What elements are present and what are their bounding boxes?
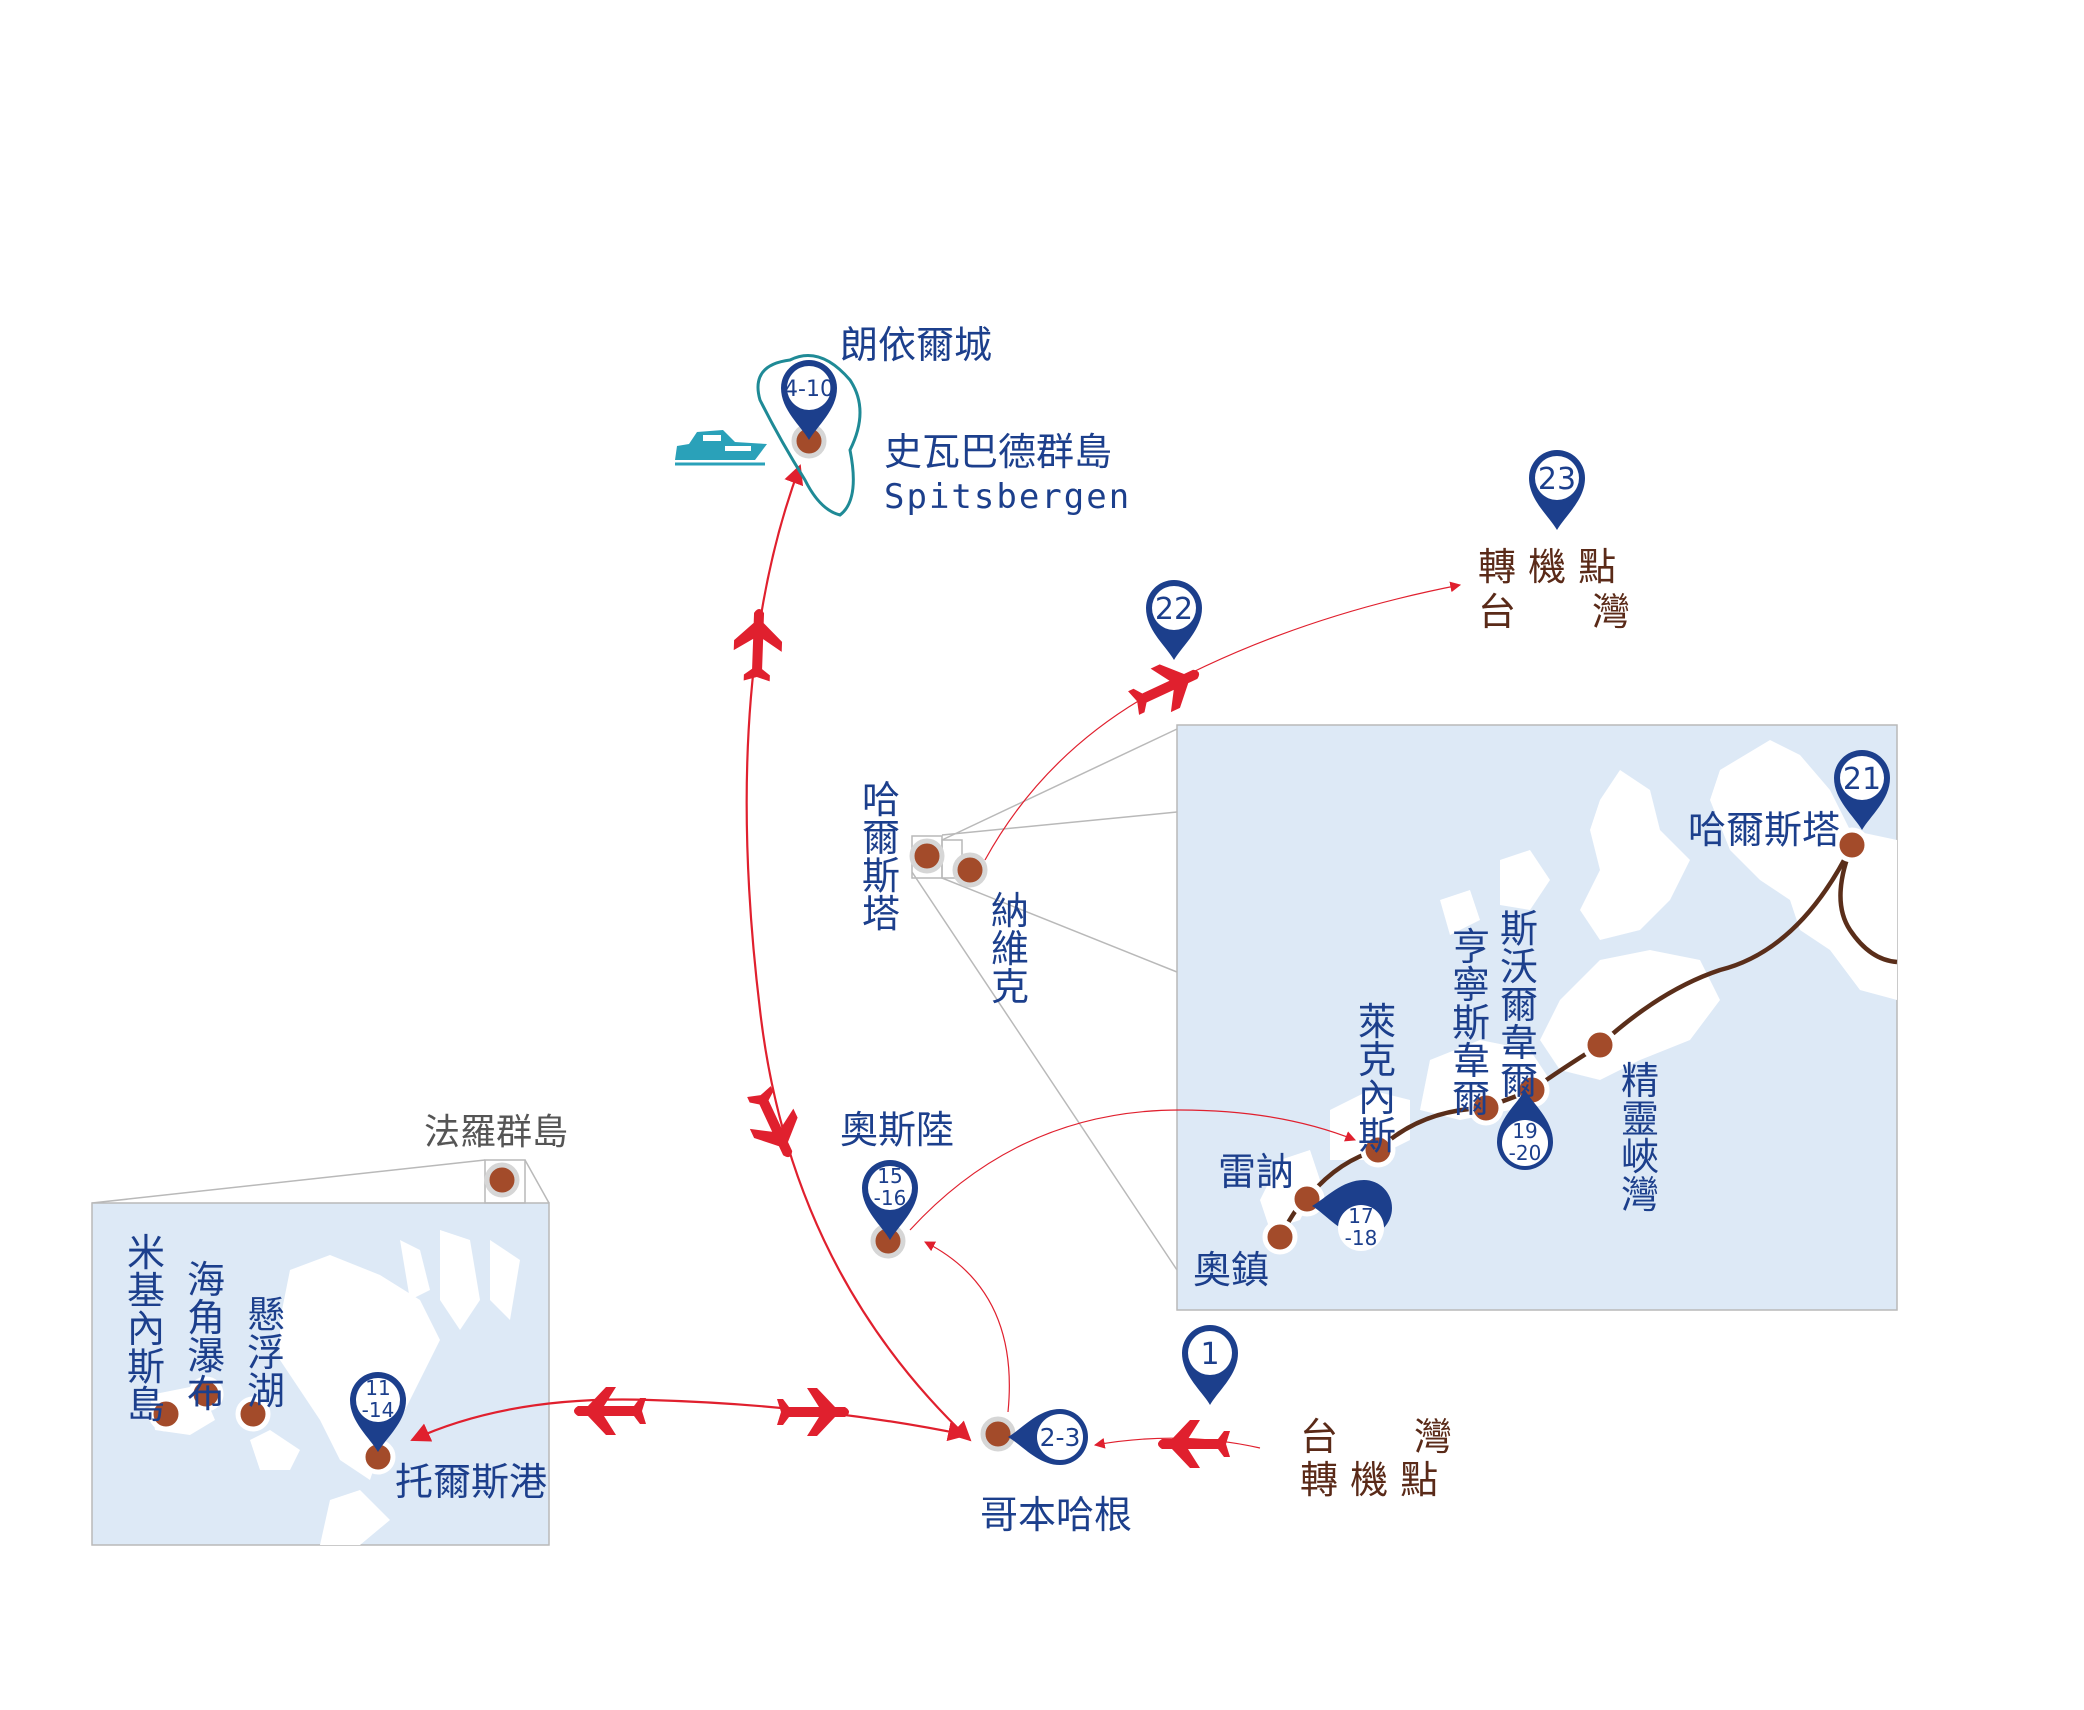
harstad-mini-label: 哈爾斯塔 (862, 778, 900, 936)
pin-label: 2-3 (1040, 1423, 1081, 1452)
torshavn-label: 托爾斯港 (395, 1460, 547, 1504)
leknes-label: 萊克內斯 (1358, 1000, 1396, 1158)
narvik-mini-label: 納維克 (991, 889, 1029, 1009)
trollfjord-dot (1582, 1027, 1618, 1063)
route-cph-svalbard (745, 464, 972, 1442)
taiwan-end-line1: 轉 機 點 (1478, 545, 1616, 589)
pin-label: -18 (1345, 1226, 1378, 1250)
plane-icon (1158, 1420, 1230, 1468)
aa-label: 奧鎮 (1193, 1248, 1269, 1292)
map-pin-icon[interactable]: 4-10 (781, 360, 837, 440)
reine-label: 雷訥 (1218, 1150, 1294, 1194)
pin-label: 23 (1538, 462, 1576, 497)
taiwan-end-line2: 台 灣 (1478, 590, 1630, 634)
pin-label: -20 (1509, 1141, 1542, 1165)
oslo: 15 -16 奧斯陸 (840, 1108, 954, 1259)
route-cph-faroe (410, 1398, 968, 1442)
pin-label: 15 (877, 1164, 902, 1188)
faroe-inset: 法羅群島 11 -14 托爾斯港 米基內斯島 海角瀑布 懸浮湖 (91, 1112, 568, 1546)
faroe-mini-dot (484, 1162, 520, 1198)
henningsvaer-label: 亨寧斯韋爾 (1452, 925, 1490, 1121)
harstad-narvik-mini: 哈爾斯塔 納維克 (862, 778, 1029, 1009)
harstad-dot (1834, 827, 1870, 863)
copenhagen: 2-3 哥本哈根 (980, 1409, 1132, 1537)
copenhagen-dot (980, 1416, 1016, 1452)
map-pin-icon[interactable]: 11 -14 (350, 1372, 406, 1452)
pin-label: 1 (1200, 1337, 1219, 1372)
pin-label: 19 (1512, 1119, 1537, 1143)
trollfjord-label: 精靈峽灣 (1621, 1059, 1659, 1217)
map-pin-icon[interactable]: 22 (1146, 580, 1202, 660)
aa-dot (1262, 1219, 1298, 1255)
plane-icon (574, 1387, 646, 1435)
pin-label: 22 (1155, 592, 1193, 627)
plane-icon (732, 608, 784, 682)
svalbard: 4-10 朗依爾城 史瓦巴德群島 Spitsbergen (675, 323, 1131, 517)
map-pin-icon[interactable]: 2-3 (1008, 1409, 1088, 1465)
henningsvaer-dot (1468, 1090, 1504, 1126)
svalbard-outline (756, 354, 862, 517)
pin-label: 17 (1348, 1204, 1373, 1228)
lake-label: 懸浮湖 (247, 1293, 285, 1413)
pin-label: 21 (1843, 762, 1881, 797)
map-pin-icon[interactable]: 1 (1182, 1325, 1238, 1405)
waterfall-dot (188, 1376, 224, 1412)
mykines-dot (148, 1396, 184, 1432)
longyearbyen-label: 朗依爾城 (840, 323, 992, 367)
svalbard-label: 史瓦巴德群島 (884, 430, 1112, 474)
route-oslo-leknes (909, 1109, 1357, 1231)
mykines-label: 米基內斯島 (127, 1231, 165, 1427)
taiwan-start-line1: 台 灣 (1300, 1415, 1452, 1459)
map-pin-icon[interactable]: 23 (1529, 450, 1585, 530)
faroe-land (150, 1230, 520, 1545)
pin-label: -14 (362, 1398, 395, 1422)
pin-label: 4-10 (784, 377, 834, 402)
leknes-dot (1360, 1132, 1396, 1168)
narvik-mini-dot (952, 852, 988, 888)
pin-label: -16 (874, 1186, 907, 1210)
pin-label: 11 (365, 1376, 390, 1400)
map-pin-icon[interactable]: 19 -20 (1497, 1090, 1553, 1170)
faroe-label: 法羅群島 (424, 1112, 568, 1153)
harstad-mini-dot (909, 838, 945, 874)
taiwan-start-line2: 轉 機 點 (1300, 1458, 1438, 1502)
copenhagen-label: 哥本哈根 (980, 1493, 1132, 1537)
plane-icon (1123, 650, 1209, 725)
taiwan-end: 23 轉 機 點 台 灣 (1478, 450, 1630, 634)
map-pin-icon[interactable]: 21 (1834, 750, 1890, 830)
svolvaer-label: 斯沃爾韋爾 (1500, 907, 1538, 1103)
taiwan-start: 1 台 灣 轉 機 點 (1182, 1325, 1452, 1502)
lofoten-route-branch (1838, 844, 1898, 965)
boat-icon (675, 430, 767, 466)
lofoten-inset: 21 哈爾斯塔 17 -18 19 -20 雷訥 奧鎮 萊克內斯 亨寧斯韋爾 斯… (911, 724, 1898, 1311)
oslo-label: 奧斯陸 (840, 1108, 954, 1152)
waterfall-label: 海角瀑布 (187, 1258, 225, 1416)
map-pin-icon[interactable]: 17 -18 (1312, 1180, 1392, 1251)
plane-icon (777, 1388, 849, 1436)
lake-dot (235, 1396, 271, 1432)
route-cph-oslo (924, 1241, 1010, 1413)
harstad-label: 哈爾斯塔 (1688, 808, 1840, 852)
map-pin-icon[interactable]: 15 -16 (862, 1160, 918, 1240)
spitsbergen-label: Spitsbergen (884, 477, 1131, 517)
